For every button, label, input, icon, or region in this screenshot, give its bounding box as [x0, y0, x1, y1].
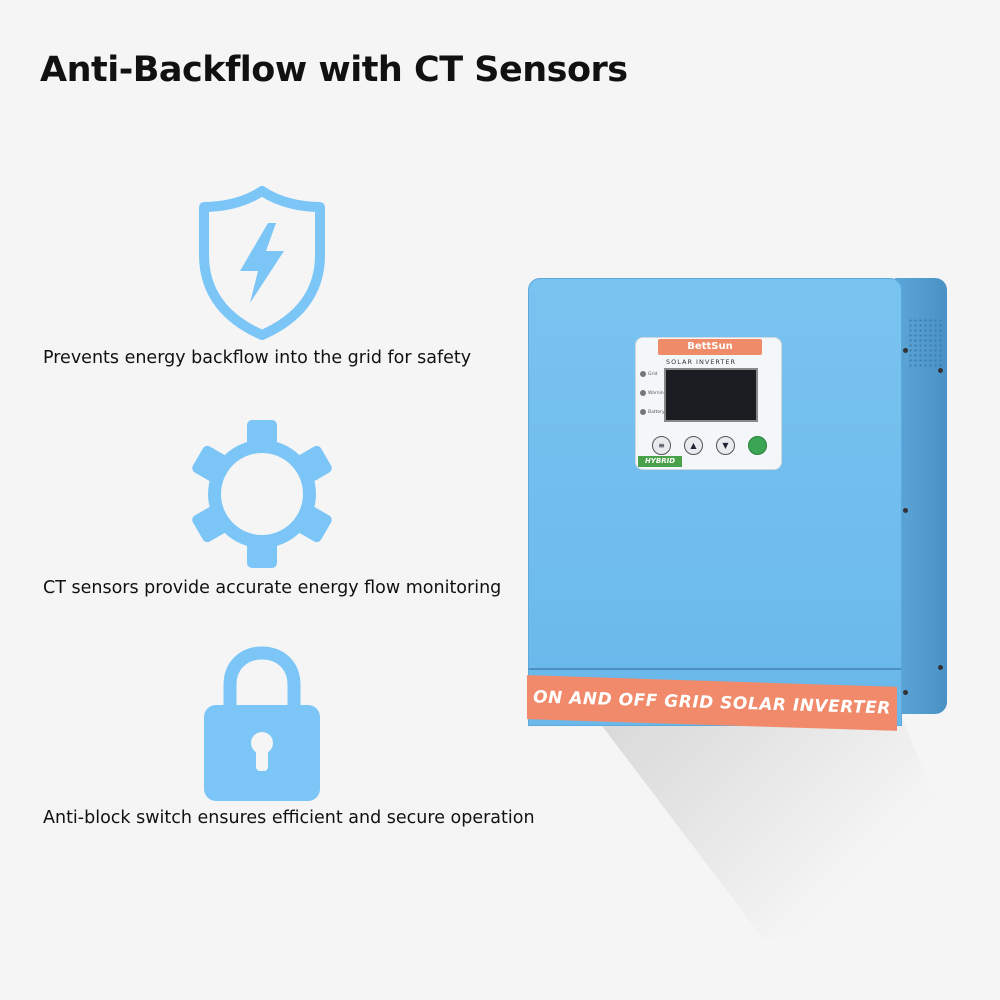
up-arrow-button[interactable]: ▲: [684, 436, 703, 455]
page-title: Anti-Backflow with CT Sensors: [40, 50, 628, 90]
indicator-grid: Grid: [640, 371, 657, 377]
indicator-battery: Battery: [640, 409, 665, 415]
feature-text-ct-sensors: CT sensors provide accurate energy flow …: [43, 578, 502, 598]
inverter-shadow: [575, 690, 995, 940]
feature-text-backflow: Prevents energy backflow into the grid f…: [43, 348, 472, 368]
indicator-label: Warning: [648, 390, 667, 396]
brand-label: BettSun: [658, 339, 762, 355]
vent-grille: [908, 318, 942, 368]
screw: [938, 665, 943, 670]
panel-subtitle: SOLAR INVERTER: [666, 358, 737, 366]
shield-lightning-icon: [199, 186, 325, 340]
menu-button[interactable]: ≡: [652, 436, 671, 455]
indicator-label: Grid: [648, 371, 658, 377]
enter-button[interactable]: [748, 436, 767, 455]
indicator-led: [640, 371, 646, 377]
lcd-screen: [664, 368, 758, 422]
down-arrow-button[interactable]: ▼: [716, 436, 735, 455]
control-panel: BettSun SOLAR INVERTER Grid Warning Batt…: [635, 337, 782, 470]
indicator-label: Battery: [648, 409, 665, 415]
screw: [903, 508, 908, 513]
screw: [903, 690, 908, 695]
gear-icon: [192, 420, 332, 568]
hybrid-badge: HYBRID: [638, 456, 682, 467]
screw: [938, 368, 943, 373]
padlock-icon: [204, 646, 320, 801]
feature-text-anti-block: Anti-block switch ensures efficient and …: [43, 808, 535, 828]
indicator-led: [640, 390, 646, 396]
indicator-led: [640, 409, 646, 415]
screw: [903, 348, 908, 353]
indicator-warning: Warning: [640, 390, 667, 396]
